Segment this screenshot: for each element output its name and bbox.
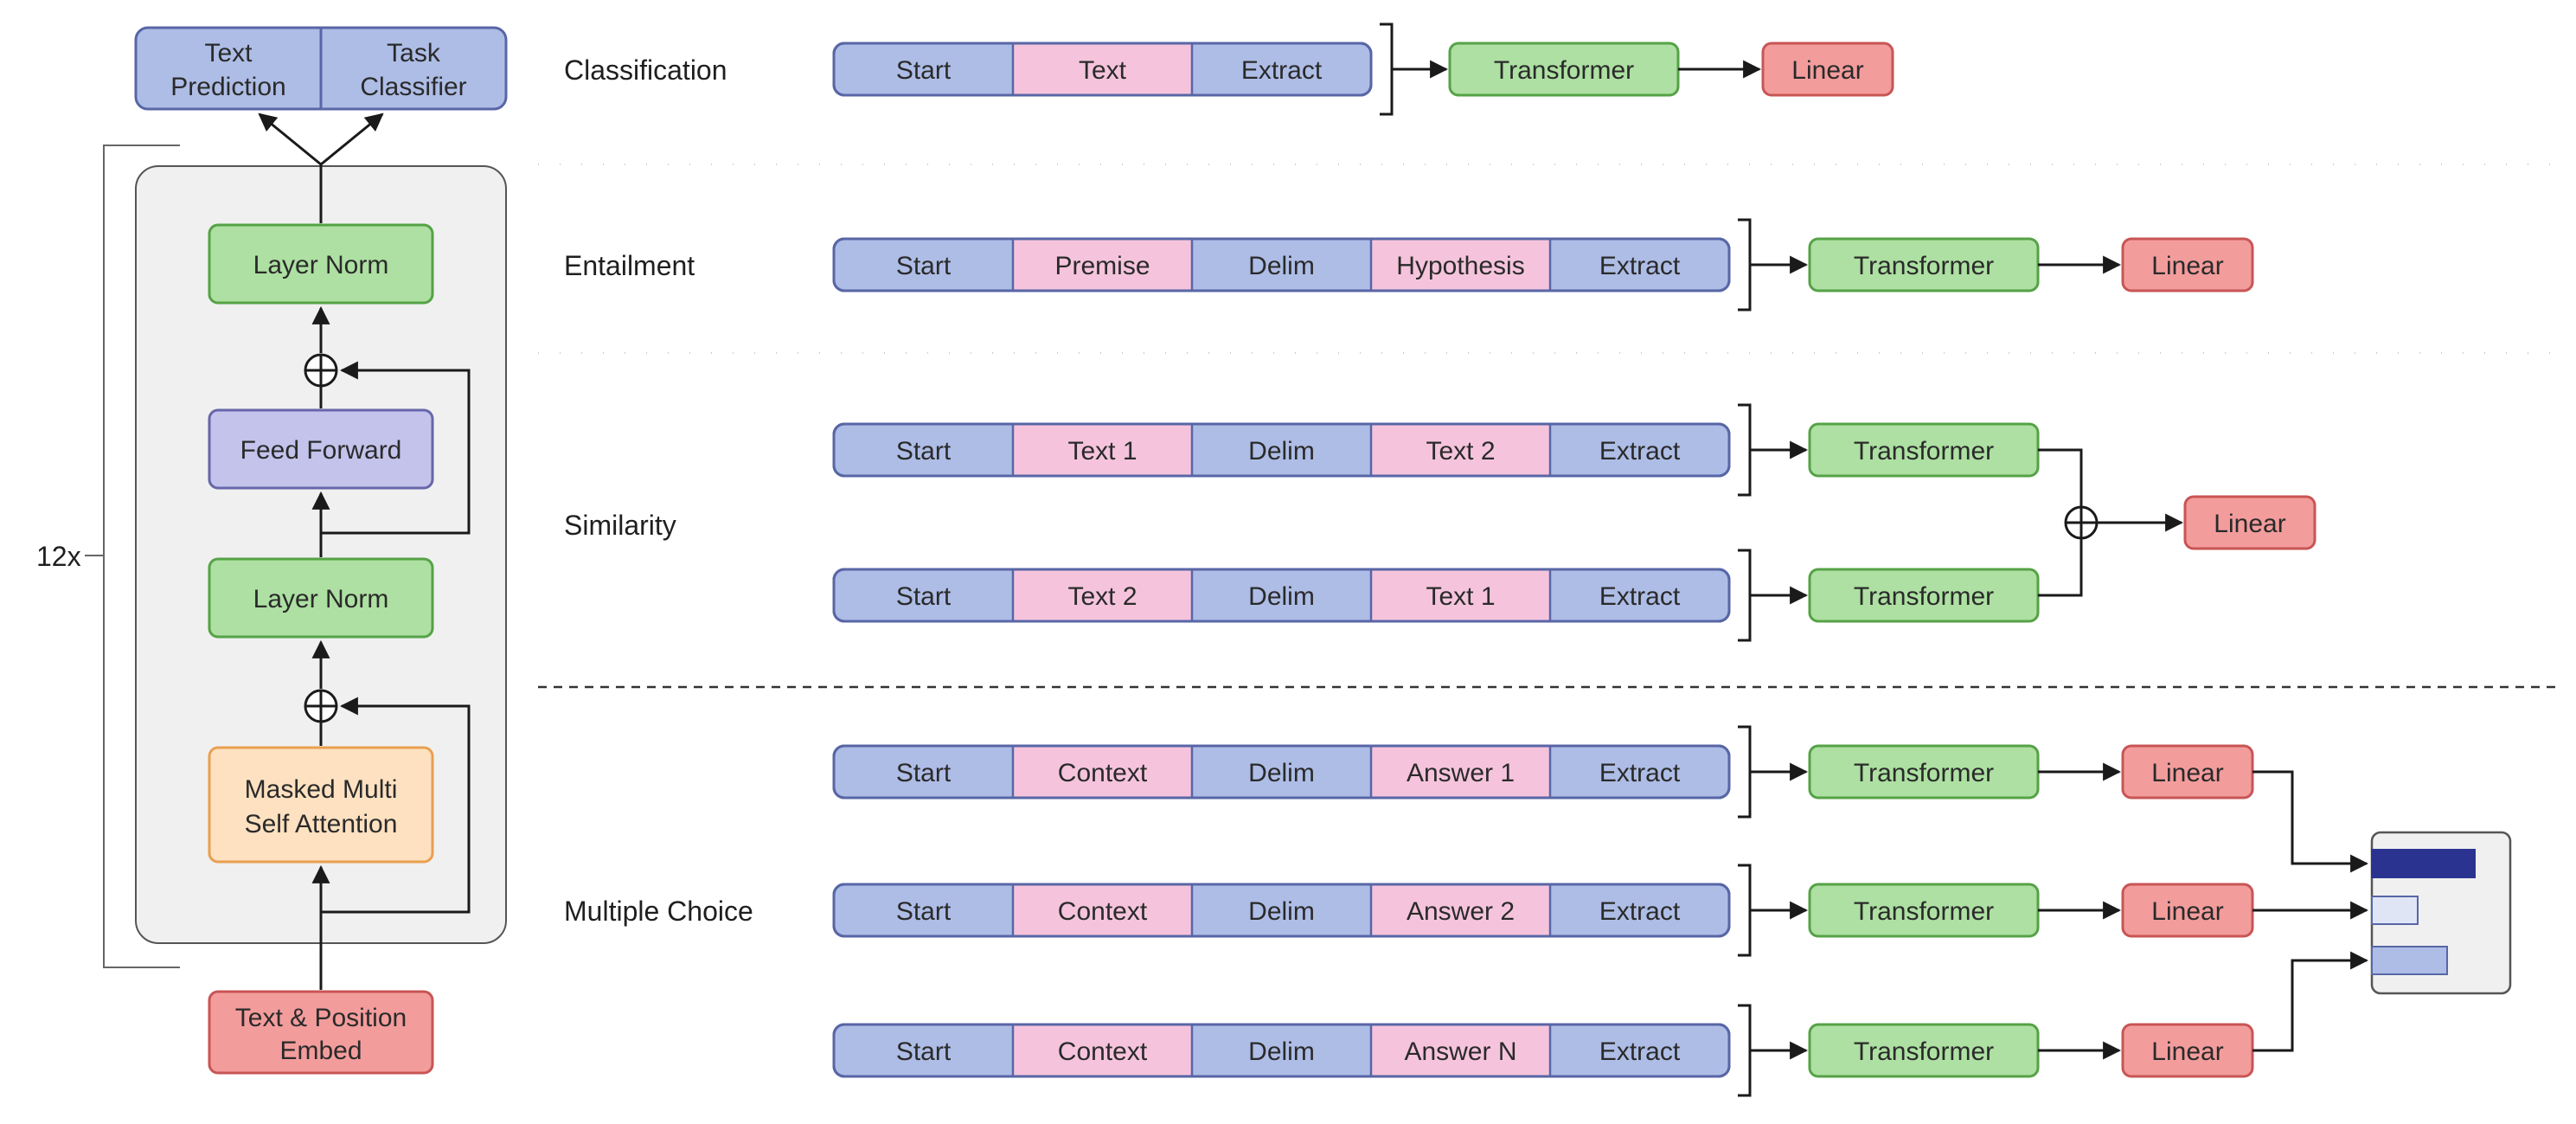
mc-row-1-token: Start <box>896 759 952 787</box>
feed-forward-box <box>208 408 434 490</box>
similarity-row-2-token-bg <box>1013 570 1192 620</box>
mc-row-1-token: Answer 1 <box>1407 759 1515 787</box>
mc-row-1-token-bg <box>1013 747 1192 797</box>
entailment-label: Entailment <box>564 250 695 281</box>
classification-token: Text <box>1079 56 1127 85</box>
embed-box <box>208 990 434 1075</box>
layer-norm-top <box>208 223 434 305</box>
classification-token: Start <box>896 56 952 85</box>
feed-forward-label: Feed Forward <box>240 436 402 465</box>
mc-row-3-token: Delim <box>1248 1037 1315 1066</box>
entailment-token: Start <box>896 252 952 280</box>
mc-row-2-token: Delim <box>1248 897 1315 926</box>
entailment-token: Premise <box>1054 252 1150 280</box>
similarity-transformer-1-label: Transformer <box>1854 437 1994 466</box>
similarity-row-2-token: Extract <box>1599 582 1681 611</box>
similarity-label: Similarity <box>564 510 676 541</box>
entailment-transformer-label: Transformer <box>1854 252 1994 280</box>
entailment-token-bg <box>1371 240 1550 290</box>
classification-bracket <box>1380 22 1394 116</box>
similarity-row-1-token-bg <box>1371 425 1550 475</box>
classification-label: Classification <box>564 55 727 86</box>
mc-row-3-token-bg <box>1013 1025 1192 1076</box>
layer-norm-bottom-label: Layer Norm <box>253 585 389 613</box>
similarity-row-1-token: Extract <box>1599 437 1681 466</box>
similarity-row-1-bracket <box>1738 403 1752 497</box>
arrow-to-task-classifier <box>320 112 384 166</box>
mc-transformer-3-label: Transformer <box>1854 1037 1994 1066</box>
mc-connector-3 <box>2252 951 2369 1052</box>
classification-transformer-label: Transformer <box>1494 56 1634 85</box>
similarity-row-2-token: Text 1 <box>1426 582 1495 611</box>
mc-row-1-token: Delim <box>1248 759 1315 787</box>
similarity-row-1-token: Text 1 <box>1067 437 1137 466</box>
mc-row-3-token: Context <box>1058 1037 1148 1066</box>
entailment-token: Hypothesis <box>1396 252 1524 280</box>
similarity-row-2-bracket <box>1738 549 1752 642</box>
residual-bottom <box>321 697 471 914</box>
entailment-token: Delim <box>1248 252 1315 280</box>
mc-row-3-token: Answer N <box>1404 1037 1516 1066</box>
classification-linear <box>1761 42 1894 97</box>
mc-row-2-token-bg <box>1013 885 1192 935</box>
mc-row-2-token: Extract <box>1599 897 1681 926</box>
similarity-row-1-token: Text 2 <box>1426 437 1495 466</box>
similarity-linear-label: Linear <box>2214 510 2285 538</box>
mc-linear-3-label: Linear <box>2151 1037 2223 1066</box>
softmax-bar-2 <box>2371 896 2419 925</box>
mc-row-1-token-bg <box>1371 747 1550 797</box>
softmax-bar-3 <box>2371 946 2448 975</box>
classification-linear-label: Linear <box>1791 56 1863 85</box>
mc-linear-2-label: Linear <box>2151 897 2223 926</box>
similarity-row-1-token-bg <box>1013 425 1192 475</box>
layer-norm-top-label: Layer Norm <box>253 251 389 279</box>
mc-row-2-token: Start <box>896 897 952 926</box>
mc-row-1-token: Extract <box>1599 759 1681 787</box>
mc-row-3-token-bg <box>1371 1025 1550 1076</box>
mc-linear-1-label: Linear <box>2151 759 2223 787</box>
similarity-row-2-token: Start <box>896 582 952 611</box>
similarity-linear <box>2183 495 2316 550</box>
mc-row-2-token-bg <box>1371 885 1550 935</box>
similarity-row-2-token: Text 2 <box>1067 582 1137 611</box>
entailment-token-bg <box>1013 240 1192 290</box>
entailment-bracket <box>1738 218 1752 312</box>
mc-transformer-1-label: Transformer <box>1854 759 1994 787</box>
similarity-transformer-2-label: Transformer <box>1854 582 1994 611</box>
similarity-row-2-token: Delim <box>1248 582 1315 611</box>
arrow-to-text-prediction <box>258 112 322 166</box>
mc-row-2-token: Answer 2 <box>1407 897 1515 926</box>
mc-row-2-bracket <box>1738 864 1752 957</box>
repeat-label: 12x <box>36 541 81 572</box>
similarity-row-1-token: Delim <box>1248 437 1315 466</box>
mc-transformer-2-label: Transformer <box>1854 897 1994 926</box>
softmax-bar-1 <box>2371 849 2476 878</box>
multiple-choice-label: Multiple Choice <box>564 896 753 927</box>
classification-token-bg <box>1013 44 1192 94</box>
similarity-row-1-token: Start <box>896 437 952 466</box>
mc-row-2-token: Context <box>1058 897 1148 926</box>
similarity-row-2-token-bg <box>1371 570 1550 620</box>
masked-attention-box <box>208 746 434 864</box>
residual-top <box>321 361 471 535</box>
mc-row-1-token: Context <box>1058 759 1148 787</box>
entailment-linear <box>2121 237 2254 292</box>
layer-norm-bottom <box>208 557 434 639</box>
mc-row-1-bracket <box>1738 725 1752 819</box>
mc-row-3-token: Extract <box>1599 1037 1681 1066</box>
classification-token: Extract <box>1241 56 1323 85</box>
mc-row-3-bracket <box>1738 1004 1752 1097</box>
entailment-token: Extract <box>1599 252 1681 280</box>
entailment-linear-label: Linear <box>2151 252 2223 280</box>
mc-connector-1 <box>2252 770 2369 873</box>
mc-row-3-token: Start <box>896 1037 952 1066</box>
